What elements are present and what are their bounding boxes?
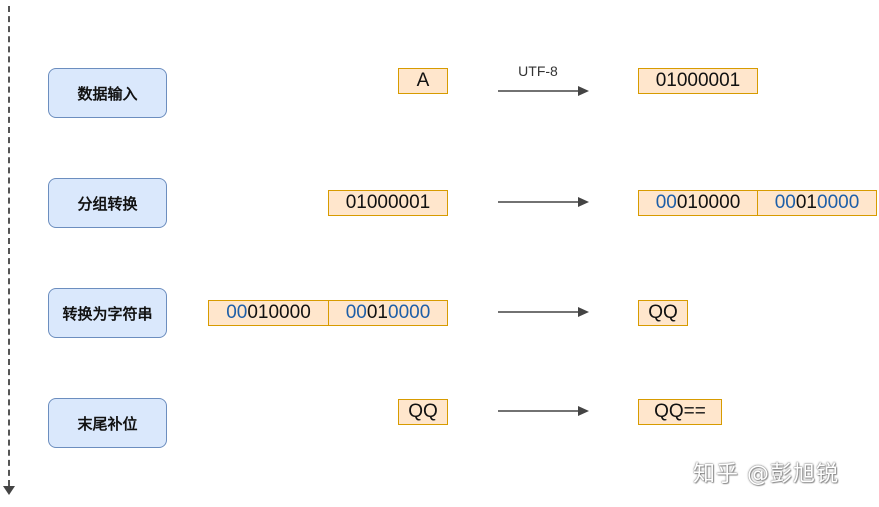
pad-bits: 00 [774,192,796,213]
row4-output-cell: QQ== [638,399,722,425]
timeline-arrow-icon [3,486,15,495]
step-to-string: 转换为字符串 [48,288,167,338]
watermark: 知乎 @彭旭锐 [693,462,839,487]
pad-bits: 00 [226,302,248,323]
pad-bits: 00 [655,192,677,213]
tail-bits: 0000 [388,302,431,323]
timeline-line [8,6,10,486]
step-group-convert: 分组转换 [48,178,167,228]
row1-arrow-label: UTF-8 [518,63,558,79]
step-padding: 末尾补位 [48,398,167,448]
row3-right-arrow-icon [498,307,589,317]
data-bits: 01 [795,192,817,213]
tail-bits: 0000 [817,192,860,213]
data-bits: 01 [366,302,388,323]
row3-output-cell: QQ [638,300,688,326]
row4-right-arrow-icon [498,406,589,416]
row1-input-cell: A [398,68,448,94]
row1-output-cell: 01000001 [638,68,758,94]
data-bits: 010000 [247,302,311,323]
row2-input-cell: 01000001 [328,190,448,216]
pad-bits: 00 [345,302,367,323]
step-data-input: 数据输入 [48,68,167,118]
data-bits: 010000 [676,192,741,213]
row4-input-cell: QQ [398,399,448,425]
row2-right-arrow-icon [498,197,589,207]
row1-right-arrow-icon [498,86,589,96]
